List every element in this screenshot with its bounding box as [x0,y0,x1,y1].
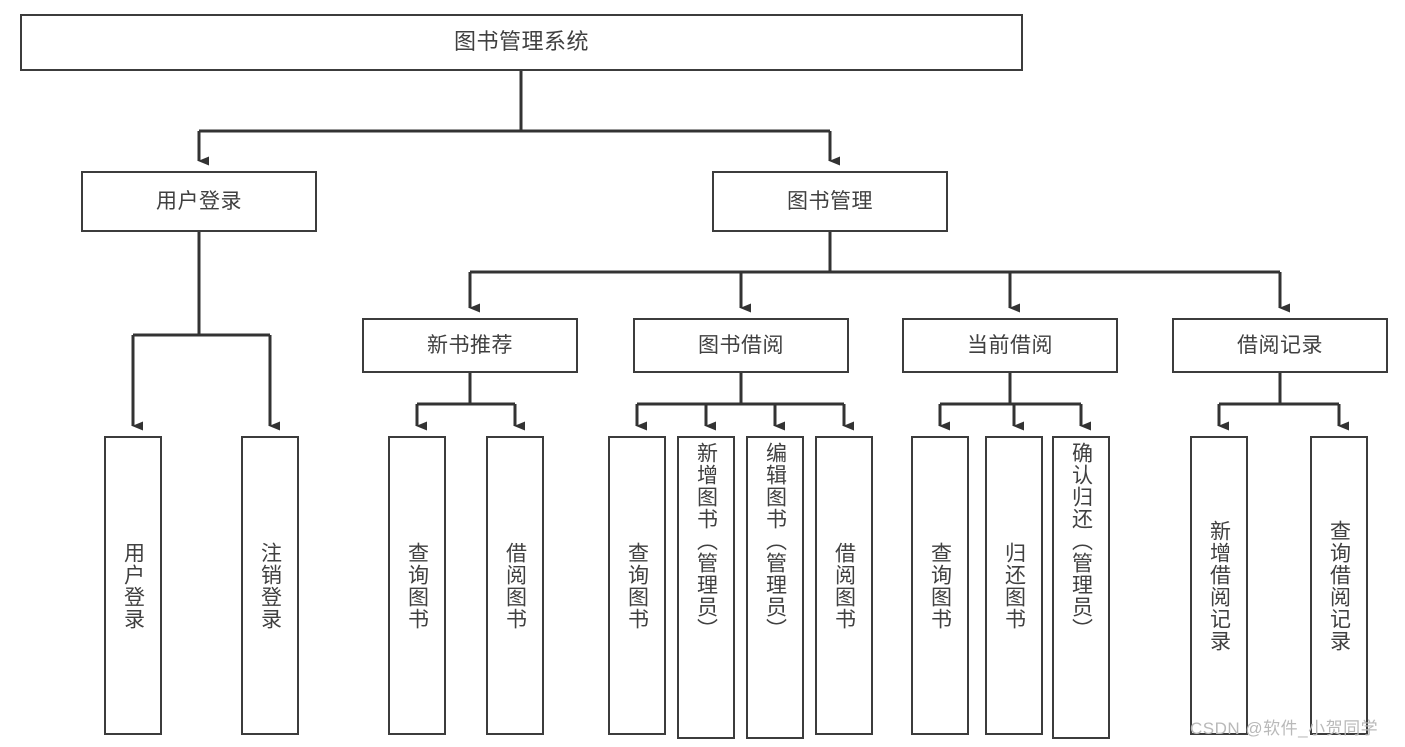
node-borrowing-records[interactable]: 借阅记录 [1172,318,1388,373]
node-book-management[interactable]: 图书管理 [712,171,948,232]
node-label: 查询图书 [405,541,429,630]
node-label: 新书推荐 [427,333,513,357]
node-leaf-cur-confirm-return-admin[interactable]: 确认归还（管理员） [1052,436,1110,739]
node-leaf-user-login[interactable]: 用户登录 [104,436,162,735]
node-label: 借阅图书 [503,541,527,630]
node-label: 编辑图书（管理员） [763,442,787,640]
node-label: 确认归还（管理员） [1069,442,1093,640]
node-leaf-user-logout[interactable]: 注销登录 [241,436,299,735]
node-book-borrowing[interactable]: 图书借阅 [633,318,849,373]
node-leaf-rec-query-book[interactable]: 查询图书 [388,436,446,735]
node-label: 图书管理 [787,189,873,213]
node-label: 新增借阅记录 [1207,519,1231,652]
node-leaf-borrow-query-book[interactable]: 查询图书 [608,436,666,735]
node-leaf-borrow-add-book-admin[interactable]: 新增图书（管理员） [677,436,735,739]
node-current-borrowing[interactable]: 当前借阅 [902,318,1118,373]
node-label: 图书借阅 [698,333,784,357]
node-user-login[interactable]: 用户登录 [81,171,317,232]
csdn-watermark: CSDN @软件_小贺同学 [1190,719,1379,738]
node-leaf-borrow-edit-book-admin[interactable]: 编辑图书（管理员） [746,436,804,739]
node-leaf-rec-borrow-book[interactable]: 借阅图书 [486,436,544,735]
node-root-book-management-system[interactable]: 图书管理系统 [20,14,1023,71]
node-label: 当前借阅 [967,333,1053,357]
node-label: 新增图书（管理员） [694,442,718,640]
node-label: 归还图书 [1002,541,1026,630]
node-label: 查询图书 [928,541,952,630]
node-leaf-borrow-borrow-book[interactable]: 借阅图书 [815,436,873,735]
node-label: 借阅记录 [1237,333,1323,357]
node-new-book-recommendation[interactable]: 新书推荐 [362,318,578,373]
node-label: 借阅图书 [832,541,856,630]
node-label: 注销登录 [258,541,282,630]
node-label: 查询借阅记录 [1327,519,1351,652]
node-leaf-cur-query-book[interactable]: 查询图书 [911,436,969,735]
node-leaf-cur-return-book[interactable]: 归还图书 [985,436,1043,735]
node-label: 用户登录 [121,541,145,630]
node-leaf-query-borrow-record[interactable]: 查询借阅记录 [1310,436,1368,735]
node-label: 查询图书 [625,541,649,630]
node-label: 图书管理系统 [453,29,589,55]
node-leaf-add-borrow-record[interactable]: 新增借阅记录 [1190,436,1248,735]
node-label: 用户登录 [156,189,242,213]
